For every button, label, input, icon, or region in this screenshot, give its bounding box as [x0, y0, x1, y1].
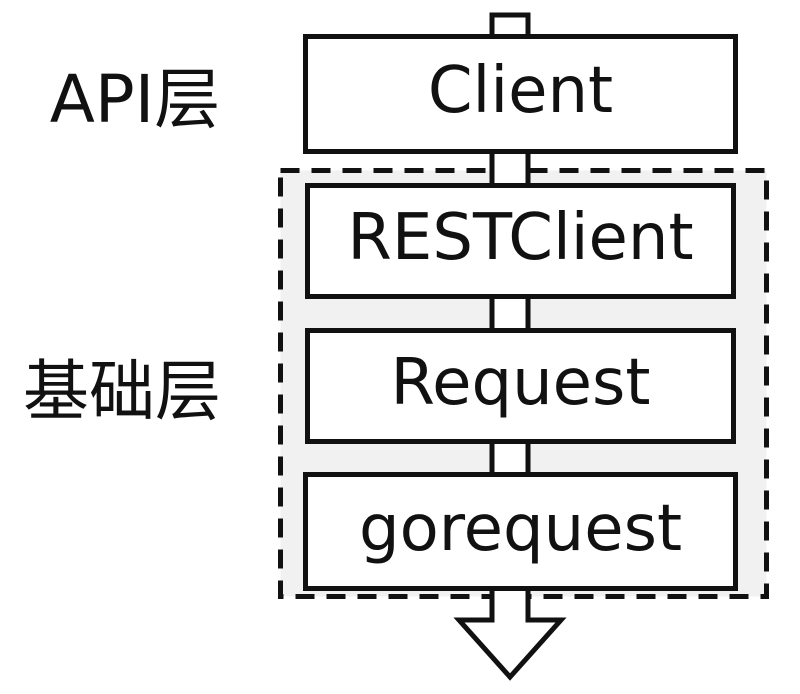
layer-label-api: API层 [49, 61, 221, 138]
node-request: Request [305, 328, 736, 444]
node-client-label: Client [427, 54, 614, 128]
node-restclient-label: RESTClient [347, 201, 694, 275]
node-request-label: Request [390, 346, 651, 420]
node-restclient: RESTClient [305, 183, 736, 299]
node-gorequest: gorequest [303, 472, 738, 591]
node-client: Client [303, 34, 738, 154]
node-gorequest-label: gorequest [358, 491, 683, 566]
layer-label-foundation: 基础层 [23, 353, 221, 430]
